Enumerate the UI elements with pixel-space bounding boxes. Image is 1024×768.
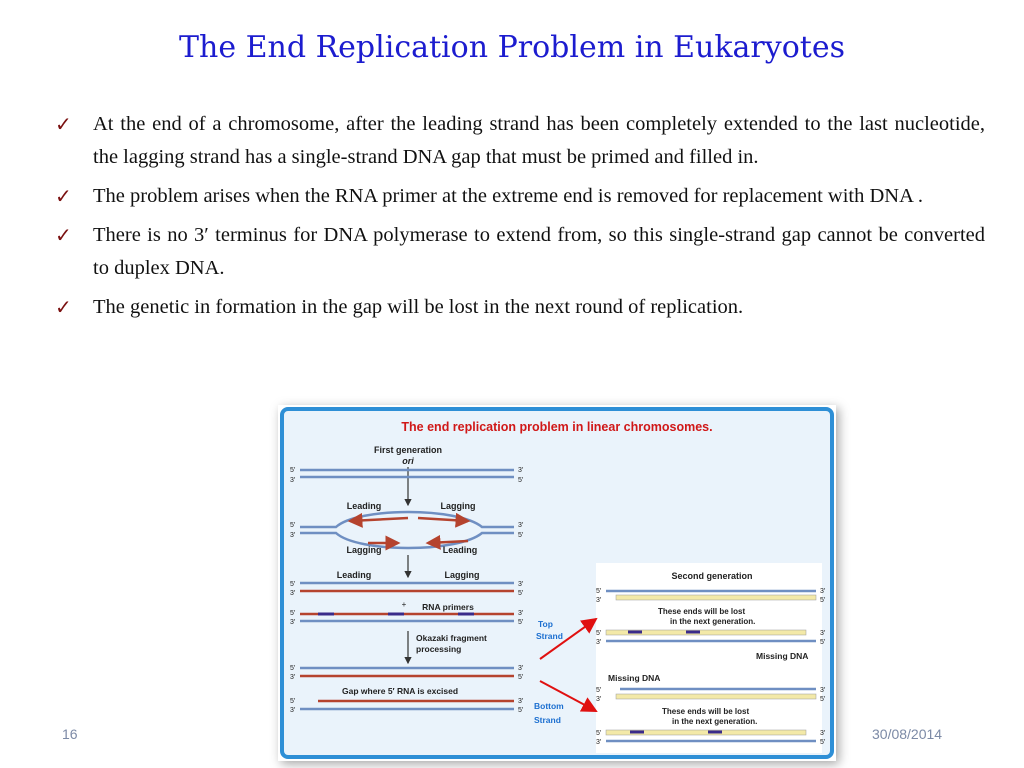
svg-text:3′: 3′ xyxy=(290,532,296,539)
svg-text:Lagging: Lagging xyxy=(347,545,382,555)
svg-text:3′: 3′ xyxy=(518,581,524,588)
svg-text:3′: 3′ xyxy=(518,467,524,474)
svg-text:5′: 5′ xyxy=(290,610,296,617)
missing-dna-label: Missing DNA xyxy=(756,651,808,661)
bottom-strand-label: Bottom xyxy=(534,701,564,711)
svg-text:5′: 5′ xyxy=(820,639,826,646)
svg-text:3′: 3′ xyxy=(820,687,826,694)
svg-text:5′: 5′ xyxy=(596,630,602,637)
svg-text:5′: 5′ xyxy=(290,467,296,474)
svg-text:3′: 3′ xyxy=(290,674,296,681)
okazaki-label: Okazaki fragment xyxy=(416,633,487,643)
first-generation-label: First generation xyxy=(374,445,442,455)
bullet-text: The genetic in formation in the gap will… xyxy=(93,296,744,318)
svg-text:5′: 5′ xyxy=(820,597,826,604)
svg-text:3′: 3′ xyxy=(290,590,296,597)
svg-text:3′: 3′ xyxy=(518,698,524,705)
svg-text:5′: 5′ xyxy=(518,619,524,626)
bullet-list: ✓ At the end of a chromosome, after the … xyxy=(55,108,985,330)
svg-text:5′: 5′ xyxy=(518,674,524,681)
svg-text:5′: 5′ xyxy=(518,590,524,597)
svg-text:+: + xyxy=(402,600,407,609)
slide-date: 30/08/2014 xyxy=(872,726,943,742)
svg-text:5′: 5′ xyxy=(820,696,826,703)
svg-text:5′: 5′ xyxy=(290,581,296,588)
check-icon: ✓ xyxy=(55,184,72,208)
svg-text:3′: 3′ xyxy=(518,665,524,672)
svg-text:5′: 5′ xyxy=(596,588,602,595)
svg-text:Lagging: Lagging xyxy=(445,570,480,580)
svg-text:5′: 5′ xyxy=(596,687,602,694)
svg-text:These ends will be lost: These ends will be lost xyxy=(662,707,749,716)
leading-label: Leading xyxy=(347,501,382,511)
svg-text:5′: 5′ xyxy=(290,698,296,705)
svg-text:3′: 3′ xyxy=(820,630,826,637)
svg-text:in the next generation.: in the next generation. xyxy=(670,617,755,626)
ori-label: ori xyxy=(402,456,414,466)
bullet-text: There is no 3′ terminus for DNA polymera… xyxy=(93,224,985,279)
bullet-text: At the end of a chromosome, after the le… xyxy=(93,113,985,168)
svg-text:in the next generation.: in the next generation. xyxy=(672,717,757,726)
svg-text:These ends will be lost: These ends will be lost xyxy=(658,607,745,616)
bullet-item: ✓ There is no 3′ terminus for DNA polyme… xyxy=(55,219,985,285)
gap-label: Gap where 5′ RNA is excised xyxy=(342,686,458,696)
svg-text:3′: 3′ xyxy=(596,639,602,646)
slide-title: The End Replication Problem in Eukaryote… xyxy=(179,30,845,65)
svg-text:3′: 3′ xyxy=(596,597,602,604)
slide-number: 16 xyxy=(62,726,78,742)
svg-text:5′: 5′ xyxy=(518,532,524,539)
svg-text:3′: 3′ xyxy=(290,477,296,484)
svg-text:3′: 3′ xyxy=(518,610,524,617)
svg-text:5′: 5′ xyxy=(290,522,296,529)
svg-text:3′: 3′ xyxy=(820,588,826,595)
svg-text:3′: 3′ xyxy=(596,739,602,746)
lagging-label: Lagging xyxy=(441,501,476,511)
svg-text:Leading: Leading xyxy=(337,570,372,580)
svg-text:3′: 3′ xyxy=(518,522,524,529)
svg-text:5′: 5′ xyxy=(518,707,524,714)
check-icon: ✓ xyxy=(55,295,72,319)
svg-text:Leading: Leading xyxy=(443,545,478,555)
check-icon: ✓ xyxy=(55,112,72,136)
top-strand-label: Top xyxy=(538,619,553,629)
svg-text:3′: 3′ xyxy=(290,707,296,714)
svg-text:Strand: Strand xyxy=(536,631,563,641)
second-generation-label: Second generation xyxy=(671,571,752,581)
svg-text:5′: 5′ xyxy=(290,665,296,672)
bullet-item: ✓ The genetic in formation in the gap wi… xyxy=(55,291,985,324)
figure-title: The end replication problem in linear ch… xyxy=(401,420,712,434)
svg-text:5′: 5′ xyxy=(518,477,524,484)
check-icon: ✓ xyxy=(55,223,72,247)
svg-text:5′: 5′ xyxy=(596,730,602,737)
bullet-text: The problem arises when the RNA primer a… xyxy=(93,185,923,207)
svg-text:3′: 3′ xyxy=(820,730,826,737)
svg-text:5′: 5′ xyxy=(820,739,826,746)
bullet-item: ✓ At the end of a chromosome, after the … xyxy=(55,108,985,174)
svg-text:3′: 3′ xyxy=(290,619,296,626)
rna-primers-label: RNA primers xyxy=(422,602,474,612)
figure-diagram: The end replication problem in linear ch… xyxy=(280,407,834,759)
bullet-item: ✓ The problem arises when the RNA primer… xyxy=(55,180,985,213)
replication-figure: The end replication problem in linear ch… xyxy=(278,405,836,761)
svg-text:processing: processing xyxy=(416,644,461,654)
svg-text:Missing DNA: Missing DNA xyxy=(608,673,660,683)
svg-text:3′: 3′ xyxy=(596,696,602,703)
svg-text:Strand: Strand xyxy=(534,715,561,725)
